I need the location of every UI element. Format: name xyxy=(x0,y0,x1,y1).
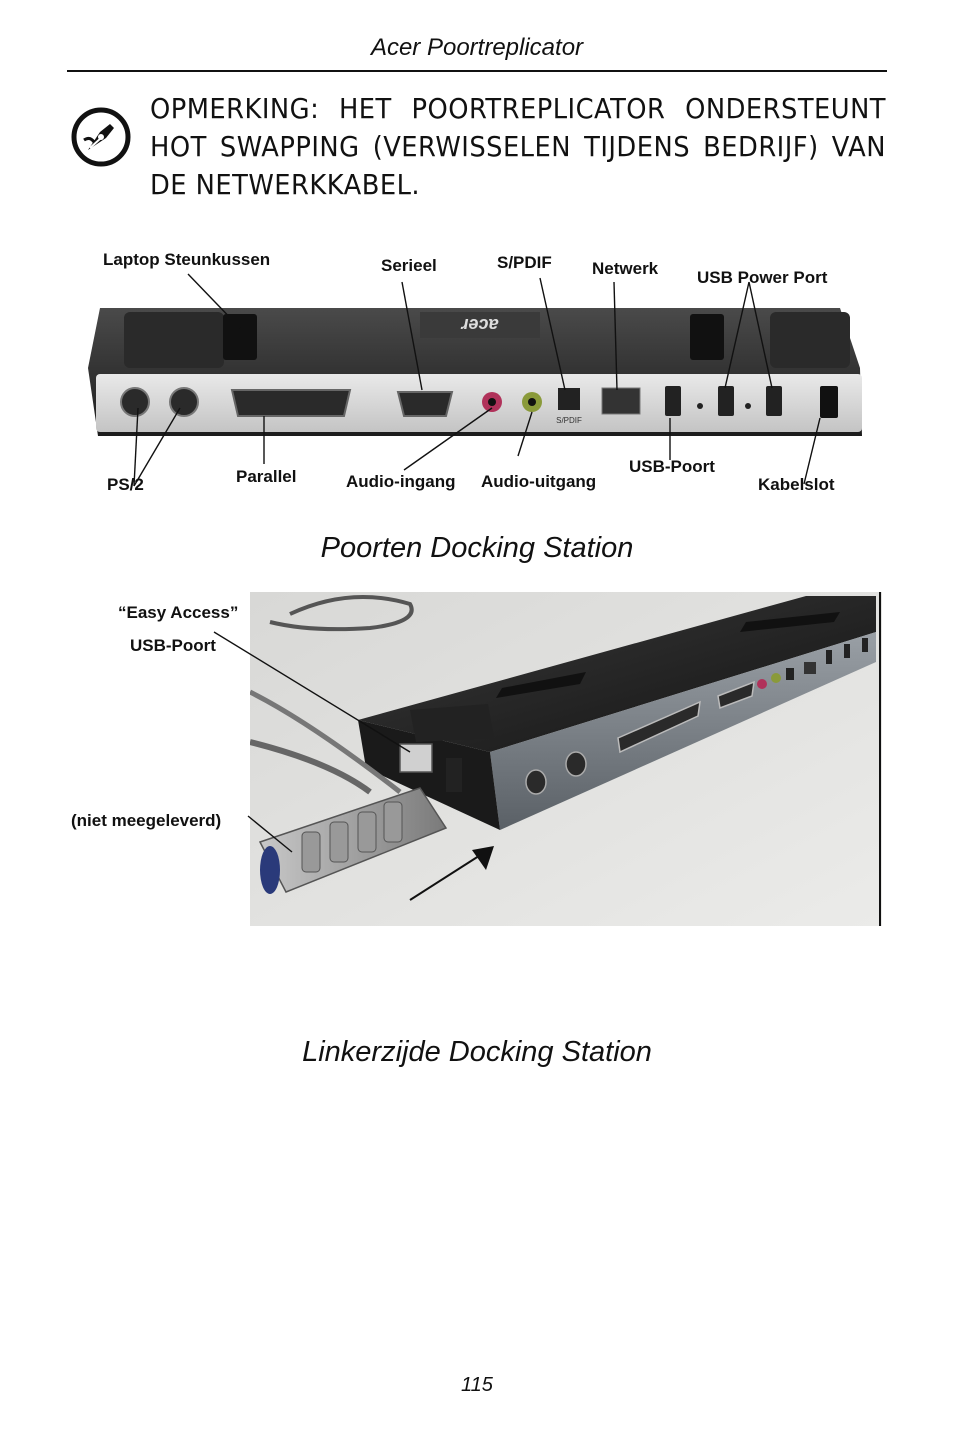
acer-logo: acer xyxy=(460,315,498,335)
label-easy-access: “Easy Access” xyxy=(118,603,239,622)
label-laptop-pad: Laptop Steunkussen xyxy=(103,250,271,269)
figure2-leader-lines xyxy=(200,620,460,860)
docking-back-illustration: acer S/PDIF xyxy=(60,240,900,510)
label-usb-port-side: USB-Poort xyxy=(130,636,216,655)
note-pen-icon xyxy=(70,106,132,168)
label-audio-in: Audio-ingang xyxy=(346,472,456,491)
label-network: Netwerk xyxy=(592,259,659,278)
spdif-port-label: S/PDIF xyxy=(556,416,582,425)
figure2-caption: Linkerzijde Docking Station xyxy=(302,1036,652,1068)
figure1-caption: Poorten Docking Station xyxy=(320,532,634,564)
page-number: 115 xyxy=(461,1374,493,1396)
label-usb-power-port: USB Power Port xyxy=(697,268,828,287)
label-audio-out: Audio-uitgang xyxy=(481,472,597,491)
header-divider xyxy=(67,70,887,72)
note-text: OPMERKING: HET POORTREPLICATOR ONDERSTEU… xyxy=(150,92,886,201)
label-not-included: (niet meegeleverd) xyxy=(71,811,222,830)
label-spdif: S/PDIF xyxy=(497,253,552,272)
docking-left-photo xyxy=(250,592,882,926)
label-parallel: Parallel xyxy=(236,467,297,486)
label-serial: Serieel xyxy=(381,256,437,275)
running-header: Acer Poortreplicator xyxy=(370,34,584,61)
label-usb-port: USB-Poort xyxy=(629,457,715,476)
label-cable-slot: Kabelslot xyxy=(758,475,835,494)
label-ps2: PS/2 xyxy=(107,475,144,494)
